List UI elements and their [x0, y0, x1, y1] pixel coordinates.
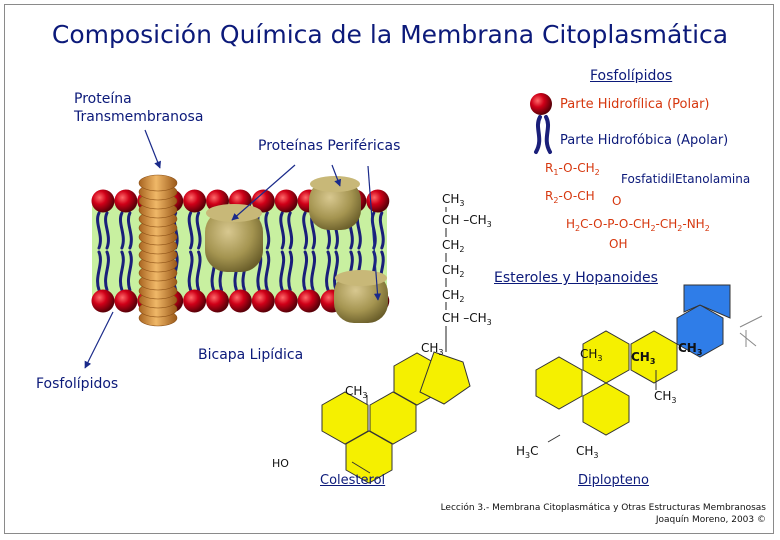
chain-ch2-a: CH2: [442, 238, 465, 254]
page-title: Composición Química de la Membrana Citop…: [51, 20, 729, 49]
lipid-head: [183, 189, 207, 213]
chain-ch3-top: CH3: [442, 192, 465, 208]
dip-ch3-c: CH3: [678, 341, 703, 357]
legend-hidrofilica: Parte Hidrofílica (Polar): [560, 97, 710, 112]
arrow-peripheral-1: [231, 164, 296, 221]
label-esteroles: Esteroles y Hopanoides: [494, 270, 658, 286]
dip-ch3-d: CH3: [654, 389, 677, 405]
legend-tail-icon: [534, 115, 552, 154]
arrow-transmembrane: [144, 129, 161, 169]
legend-title: Fosfolípidos: [590, 68, 673, 84]
lipid-tail: [126, 250, 133, 292]
lipid-head: [206, 289, 229, 313]
peripheral-protein-top: [309, 176, 361, 230]
dip-h3c-line: [547, 434, 561, 443]
label-proteina: Proteína: [74, 91, 132, 107]
lipid-tail: [187, 211, 194, 250]
formula-line-2: R2-O-CH: [545, 189, 595, 205]
lipid-head: [274, 189, 298, 213]
lipid-tail: [279, 211, 286, 250]
chol-ho: HO: [272, 457, 289, 470]
lipid-tail: [302, 211, 309, 250]
lipid-tail: [287, 250, 294, 292]
lipid-tail: [370, 211, 377, 250]
label-colesterol: Colesterol: [320, 473, 386, 488]
lipid-head: [251, 189, 275, 213]
label-proteinas-perifericas: Proteínas Periféricas: [258, 138, 401, 154]
lipid-tail: [264, 250, 271, 292]
lipid-tail: [104, 211, 110, 250]
chol-ch3-b: CH3: [345, 384, 368, 400]
dip-ch3-b: CH3: [631, 350, 656, 366]
dip-h3c: H3C: [516, 444, 539, 460]
label-fosfatidil: FosfatidilEtanolamina: [621, 172, 751, 186]
arrow-peripheral-3: [367, 165, 382, 301]
lipid-tail: [126, 211, 133, 250]
transmembrane-protein: [138, 174, 178, 327]
lipid-tail: [287, 211, 294, 250]
legend-head-icon: [530, 93, 552, 115]
diplopteno-rings: [535, 330, 678, 436]
chain-ch2-b: CH2: [442, 263, 465, 279]
lipid-tail: [325, 250, 331, 292]
lipid-tail: [96, 250, 102, 292]
formula-line-3: H2C-O-P-O-CH2-CH2-NH2: [566, 217, 710, 233]
lipid-tail: [96, 211, 102, 250]
chain-ch-ch3-bottom: CH –CH3: [442, 311, 492, 327]
arrow-peripheral-2: [331, 164, 342, 187]
chain-ch2-c: CH2: [442, 288, 465, 304]
formula-oh: OH: [609, 237, 628, 251]
lipid-tail: [195, 211, 202, 250]
arrow-phospholipid: [84, 311, 114, 369]
credit-line-1: Lección 3.- Membrana Citoplasmática y Ot…: [440, 503, 766, 513]
lipid-tail: [378, 211, 385, 250]
peripheral-protein-bottom: [334, 270, 388, 323]
lipid-tail: [310, 250, 317, 292]
legend-hidrofobica: Parte Hidrofóbica (Apolar): [560, 133, 729, 148]
label-fosfolipidos-left: Fosfolípidos: [36, 376, 119, 392]
diplopteno-sidechain: [739, 315, 763, 347]
chain-ch-ch3: CH –CH3: [442, 213, 492, 229]
lipid-head: [297, 289, 321, 313]
lipid-head: [114, 189, 138, 213]
dip-ch3-a: CH3: [580, 347, 603, 363]
lipid-tail: [264, 211, 271, 250]
lipid-head: [183, 289, 207, 313]
lipid-tail: [104, 250, 110, 292]
credit-line-2: Joaquín Moreno, 2003 ©: [655, 515, 766, 525]
chol-double-bond: [351, 461, 371, 474]
label-bicapa: Bicapa Lipídica: [198, 347, 304, 363]
diplopteno-blue-rings: [676, 284, 731, 358]
lipid-tail: [279, 250, 286, 292]
transmembrane-segment: [138, 174, 178, 192]
formula-oxygen: O: [612, 194, 622, 208]
lipid-tail: [302, 250, 309, 292]
lipid-head: [91, 189, 115, 213]
formula-line-1: R1-O-CH2: [545, 161, 600, 177]
peripheral-protein-left: [205, 204, 263, 272]
lipid-head: [228, 289, 252, 313]
label-diplopteno: Diplopteno: [578, 473, 649, 488]
cholesterol-rings: [321, 351, 471, 484]
lipid-head: [274, 289, 298, 313]
chol-ch3-a: CH3: [421, 341, 444, 357]
lipid-head: [114, 289, 138, 313]
lipid-head: [366, 189, 390, 213]
lipid-head: [91, 289, 115, 313]
label-transmembranosa: Transmembranosa: [74, 109, 204, 125]
lipid-tail: [118, 250, 125, 292]
lipid-tail: [118, 211, 125, 250]
lipid-head: [251, 289, 275, 313]
dip-ch3-e: CH3: [576, 444, 599, 460]
lipid-tail: [195, 250, 202, 292]
lipid-tail: [187, 250, 194, 292]
